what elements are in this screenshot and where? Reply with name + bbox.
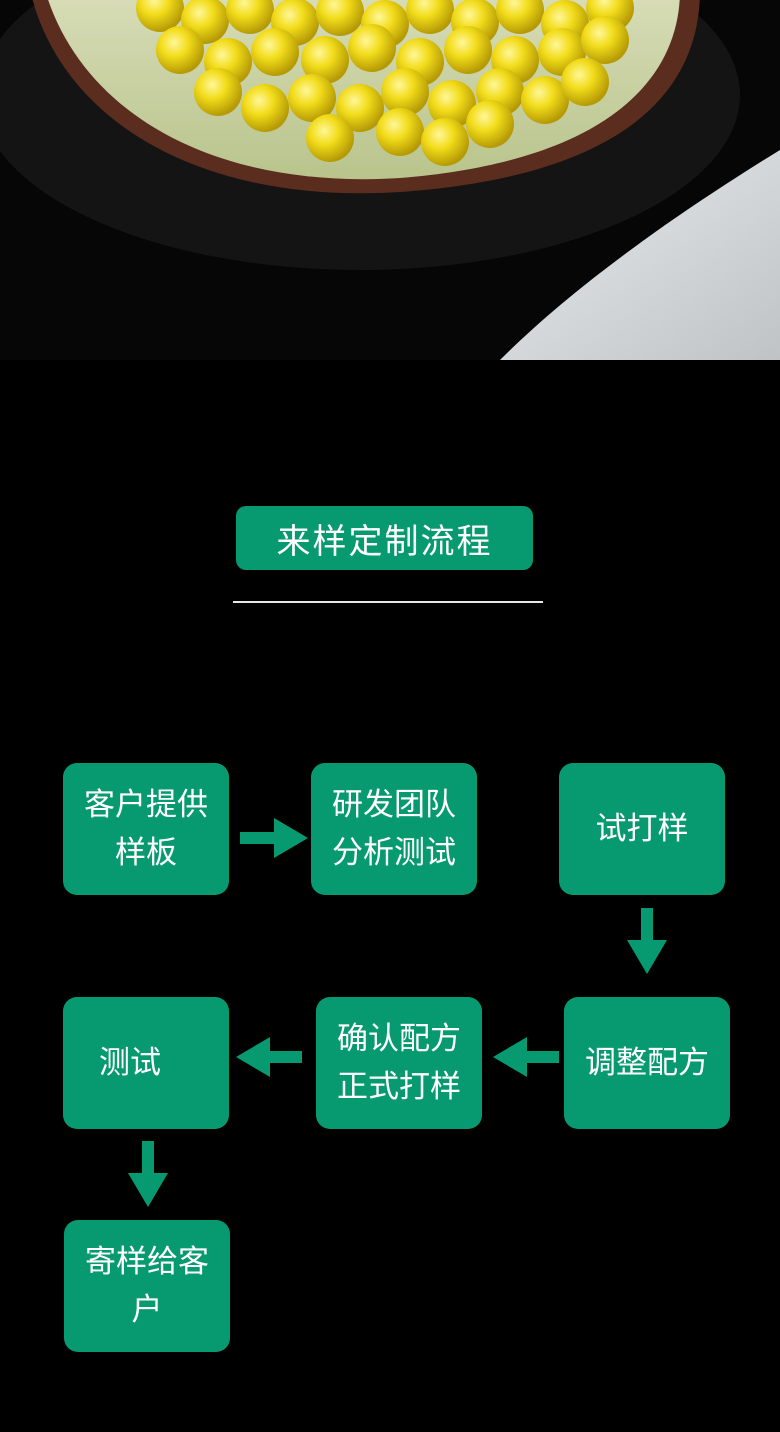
arrow-right-icon <box>240 818 308 858</box>
arrow-down-icon <box>128 1141 168 1207</box>
step-label-line: 正式打样 <box>337 1069 461 1105</box>
step-label-line: 户 <box>131 1292 163 1328</box>
hero-photo <box>0 0 780 360</box>
step-rd-analysis: 研发团队 分析测试 <box>311 763 477 895</box>
step-label-line: 测试 <box>99 1045 161 1081</box>
step-label-line: 分析测试 <box>332 835 456 871</box>
step-label-line: 样板 <box>115 835 177 871</box>
step-send-sample: 寄样给客 户 <box>64 1220 230 1352</box>
step-customer-sample: 客户提供 样板 <box>63 763 229 895</box>
step-confirm-formula: 确认配方 正式打样 <box>316 997 482 1129</box>
title-divider <box>233 601 543 603</box>
beads-bowl-image <box>0 0 780 360</box>
step-test: 测试 <box>63 997 229 1129</box>
step-label-line: 客户提供 <box>84 787 208 823</box>
step-label-line: 寄样给客 <box>85 1244 209 1280</box>
step-adjust-formula: 调整配方 <box>564 997 730 1129</box>
arrow-left-icon <box>493 1037 559 1077</box>
section-title: 来样定制流程 <box>236 506 533 570</box>
step-label-line: 试打样 <box>595 811 689 847</box>
step-label-line: 研发团队 <box>332 787 456 823</box>
step-label-line: 确认配方 <box>337 1021 461 1057</box>
arrow-left-icon <box>236 1037 302 1077</box>
arrow-down-icon <box>627 908 667 974</box>
step-label-line: 调整配方 <box>585 1045 709 1081</box>
step-trial-sample: 试打样 <box>559 763 725 895</box>
